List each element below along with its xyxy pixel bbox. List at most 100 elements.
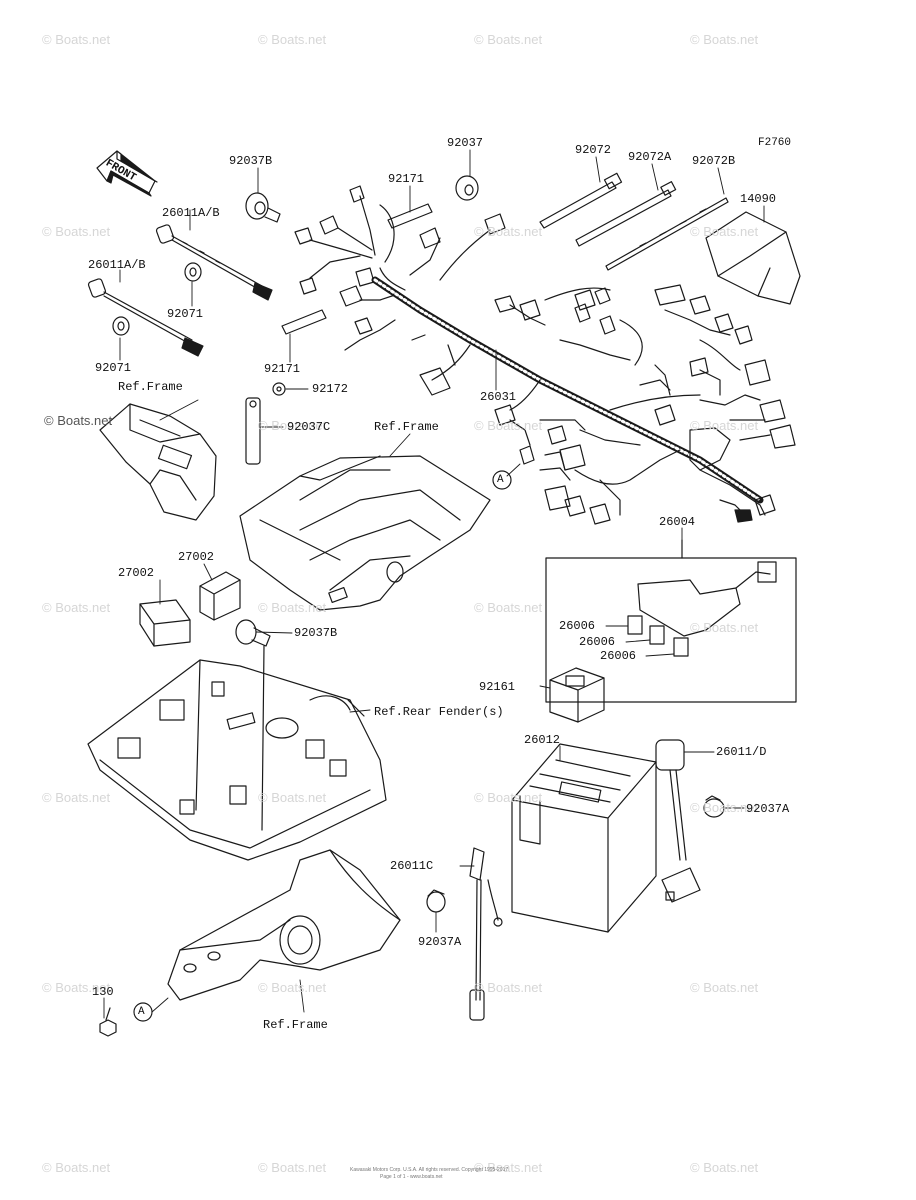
pad-92171-mid [281,309,327,335]
frame-center [239,455,491,611]
frame-bracket-left [99,403,217,521]
label-92037a-right: 92037A [746,802,790,816]
label-92071-lower: 92071 [95,361,132,375]
box-26004 [545,539,797,703]
clamp-92037a-bottom [426,889,446,913]
watermark-text: © Boats.net [690,1160,759,1175]
label-26006-3: 26006 [600,649,637,663]
label-92037a-bottom: 92037A [418,935,462,949]
bolt-92172 [272,382,286,396]
leader-lines [103,149,765,1019]
label-92072b: 92072B [692,154,736,168]
label-ref-frame-2: Ref.Frame [374,420,439,434]
marker-a-upper-icon [492,470,512,490]
clamp-92037-top [455,175,479,201]
label-92037b-top: 92037B [229,154,273,168]
watermark-text: © Boats.net [690,224,759,239]
watermark-text: © Boats.net [258,418,327,433]
watermark-text: © Boats.net [474,418,543,433]
watermark-text: © Boats.net [258,32,327,47]
footer-copyright: Kawasaki Motors Corp. U.S.A. All rights … [350,1167,509,1173]
watermark-text: © Boats.net [690,418,759,433]
watermark-text: © Boats.net [42,32,111,47]
label-26006-1: 26006 [559,619,596,633]
watermark-text: © Boats.net [474,980,543,995]
label-92072: 92072 [575,143,612,157]
nut-92071-lower [112,316,130,336]
watermark-text: © Boats.net [258,980,327,995]
rear-fender-tray [87,659,387,861]
label-26031: 26031 [480,390,517,404]
label-26011ab-lower: 26011A/B [88,258,146,272]
battery-26012 [511,743,657,933]
label-ref-frame-3: Ref.Frame [263,1018,328,1032]
marker-a-upper: A [497,474,504,486]
tie-92072b [605,197,729,271]
label-130: 130 [92,985,114,999]
label-26006-2: 26006 [579,635,616,649]
relay-27002-left [139,599,191,647]
cable-26011ab-lower [87,278,204,357]
watermark-text-large: © Boats.net [44,413,113,428]
fuse-26006-2 [649,625,665,645]
relay-92161 [549,667,605,723]
marker-a-lower: A [138,1006,145,1018]
figure-code: F2760 [758,137,792,149]
label-ref-frame-1: Ref.Frame [118,380,183,394]
watermark-text: © Boats.net [690,980,759,995]
watermark-text: © Boats.net [258,1160,327,1175]
watermark-text: © Boats.net [474,790,543,805]
front-arrow-icon [96,150,158,197]
label-92161: 92161 [479,680,516,694]
watermark-text: © Boats.net [42,980,111,995]
label-26004: 26004 [659,515,696,529]
relay-27002-right [199,571,241,621]
watermark-text: © Boats.net [474,600,543,615]
watermark-text: © Boats.net [690,32,759,47]
label-26011ab-upper: 26011A/B [162,206,220,220]
fuse-26006-1 [627,615,643,635]
pad-92171-top [387,203,433,229]
grommet-92037b-top [245,192,281,223]
strap-92037c [245,397,261,465]
label-27002-right: 27002 [178,550,215,564]
label-92037-top: 92037 [447,136,484,150]
label-27002-left: 27002 [118,566,155,580]
watermark-text: © Boats.net [474,224,543,239]
label-92172: 92172 [312,382,349,396]
watermark-text: © Boats.net [474,32,543,47]
tie-92072a [575,181,677,247]
label-92171-top: 92171 [388,172,425,186]
cover-14090 [705,211,801,305]
label-ref-rear-fender: Ref.Rear Fender(s) [374,705,504,719]
nut-92071-upper [184,262,202,282]
bolt-130 [99,1007,117,1037]
watermark-text: © Boats.net [690,620,759,635]
watermark-text: © Boats.net [42,790,111,805]
label-92037c: 92037C [287,420,331,434]
watermark-text: © Boats.net [474,1160,543,1175]
footer-page: Page 1 of 1 - www.boats.net [380,1174,443,1180]
label-92171-mid: 92171 [264,362,301,376]
label-26012: 26012 [524,733,561,747]
cable-26011ab-upper [155,224,273,301]
watermark-text: © Boats.net [258,790,327,805]
label-92071-upper: 92071 [167,307,204,321]
label-26011d: 26011/D [716,745,767,759]
watermark-text: © Boats.net [42,224,111,239]
cable-26011c [469,847,503,1021]
watermark-text: © Boats.net [42,600,111,615]
watermark-text: © Boats.net [690,800,759,815]
watermark-text: © Boats.net [258,600,327,615]
label-92037b-mid: 92037B [294,626,338,640]
label-26011c: 26011C [390,859,434,873]
main-harness-26031 [294,185,796,525]
cable-26011d [655,739,701,903]
label-92072a: 92072A [628,150,672,164]
frame-lower [167,849,401,1001]
watermark-text: © Boats.net [42,1160,111,1175]
label-14090: 14090 [740,192,777,206]
fuse-26006-3 [673,637,689,657]
